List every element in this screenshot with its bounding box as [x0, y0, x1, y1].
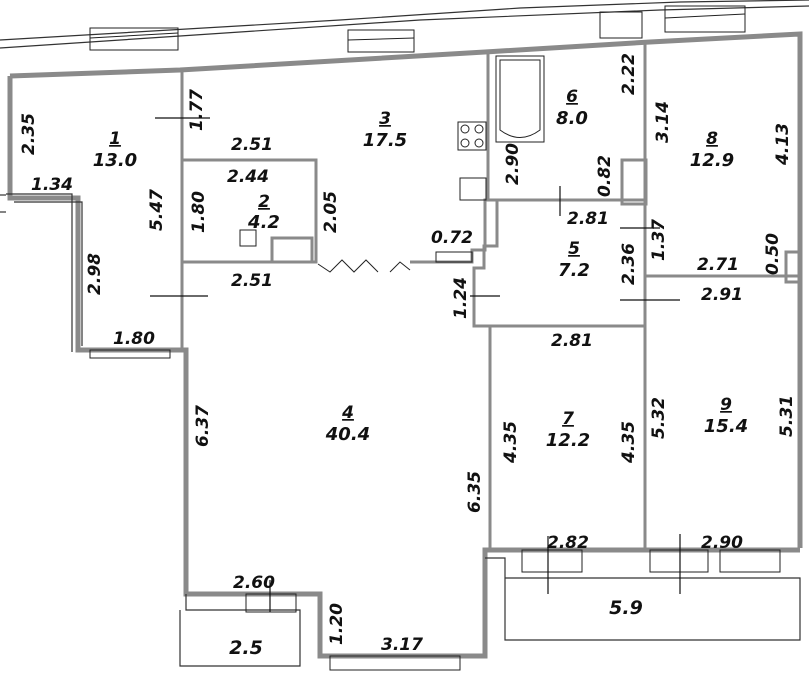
room-area: 15.4	[704, 416, 748, 437]
dimension-label: 2.05	[321, 191, 341, 233]
room-labels: 1 13.0 2 4.2 3 17.5 4 40.4 5 7.2 6 8.0 7…	[93, 87, 748, 659]
room-number: 2	[258, 192, 270, 212]
dimension-label: 4.35	[619, 421, 639, 464]
room-number: 1	[109, 129, 121, 149]
dimension-label: 5.32	[649, 397, 669, 439]
dimension-label: 2.22	[619, 53, 639, 95]
dimension-label: 6.37	[193, 405, 213, 447]
balcony-area: 5.9	[609, 597, 643, 619]
balcony-area: 2.5	[229, 637, 263, 659]
dimension-label: 1.37	[649, 219, 669, 261]
room-area: 12.9	[690, 150, 734, 171]
facade	[0, 0, 809, 213]
room-number: 8	[706, 129, 718, 149]
dimension-label: 1.24	[451, 277, 471, 319]
room-area: 12.2	[546, 430, 590, 451]
room-number: 3	[379, 109, 391, 129]
walls	[6, 31, 803, 667]
dimension-label: 2.82	[547, 533, 589, 553]
dimension-label: 2.60	[233, 573, 275, 593]
dimension-label: 4.13	[773, 123, 793, 166]
room-number: 7	[562, 409, 574, 429]
dimension-label: 5.47	[147, 189, 167, 231]
dimension-label: 2.36	[619, 243, 639, 285]
dimension-label: 1.80	[113, 329, 155, 349]
dimension-label: 2.71	[697, 255, 739, 275]
dimension-label: 2.98	[85, 253, 105, 295]
dimension-label: 0.82	[595, 155, 615, 197]
dimension-label: 2.90	[701, 533, 743, 553]
room-number: 6	[566, 87, 578, 107]
room-area: 8.0	[556, 108, 588, 129]
dimension-label: 6.35	[465, 471, 485, 513]
dimension-ticks	[150, 117, 681, 612]
room-area: 40.4	[325, 424, 370, 445]
room-area: 13.0	[93, 150, 137, 171]
room-area: 7.2	[558, 260, 590, 281]
dimension-label: 2.44	[227, 167, 269, 187]
dimension-label: 2.51	[231, 271, 273, 291]
dimension-label: 1.77	[187, 89, 207, 131]
dimension-labels: 2.35 1.34 2.98 1.80 5.47 1.77 2.51 2.44 …	[19, 53, 797, 655]
dimension-label: 1.20	[327, 603, 347, 645]
top-windows	[89, 5, 746, 53]
dimension-label: 4.35	[501, 421, 521, 464]
dimension-label: 3.14	[653, 101, 673, 143]
dimension-label: 3.17	[381, 635, 423, 655]
room-area: 17.5	[363, 130, 407, 151]
dimension-label: 2.91	[701, 285, 743, 305]
room-number: 4	[341, 403, 354, 423]
dimension-label: 5.31	[777, 395, 797, 437]
room-number: 5	[568, 239, 580, 259]
dimension-label: 2.35	[19, 113, 39, 155]
dimension-label: 2.90	[503, 143, 523, 185]
dimension-label: 2.51	[231, 135, 273, 155]
dimension-label: 1.80	[189, 191, 209, 233]
dimension-label: 2.81	[567, 209, 609, 229]
dimension-label: 0.50	[763, 233, 783, 275]
fixtures	[239, 55, 802, 284]
room-area: 4.2	[247, 212, 280, 233]
dimension-label: 0.72	[431, 228, 473, 248]
room-number: 9	[720, 395, 732, 415]
dimension-label: 2.81	[551, 331, 593, 351]
bottom-windows	[89, 349, 781, 671]
dimension-label: 1.34	[31, 175, 73, 195]
